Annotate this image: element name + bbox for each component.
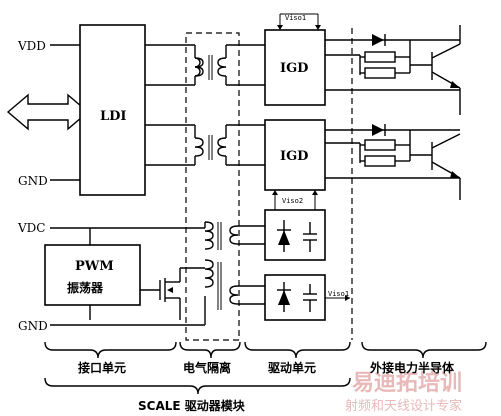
mosfet-switch [140, 267, 205, 320]
external-brace [361, 341, 487, 359]
watermark-main: 易迪拓培训 [352, 370, 462, 396]
external-unit-label: 外接电力半导体 [370, 360, 455, 375]
igd-bottom-label: IGD [280, 149, 308, 164]
viso1-top-label: Viso1 [285, 14, 306, 22]
igd-top-block [264, 29, 326, 106]
isolation-brace [179, 341, 241, 359]
output-stage-bottom [325, 124, 461, 200]
supply-block-1 [264, 209, 326, 261]
transformer-4 [204, 259, 265, 310]
pwm-oscillator-block [44, 244, 141, 306]
transformer-1 [194, 55, 227, 80]
igd-top-label: IGD [280, 61, 308, 76]
gnd-bottom-label: GND [18, 319, 48, 333]
arrow-down-icon [315, 25, 321, 30]
module-brace [44, 377, 351, 395]
vdc-label: VDC [17, 221, 45, 235]
module-label: SCALE 驱动器模块 [138, 398, 246, 413]
transformer-3 [204, 221, 265, 250]
output-stage-top [325, 25, 461, 115]
arrow-down-icon [277, 25, 283, 30]
interface-brace [44, 341, 177, 359]
vdd-label: VDD [17, 39, 46, 53]
driver-unit-label: 驱动单元 [268, 360, 316, 375]
supply-block-2 [264, 274, 326, 321]
pwm-label: PWM [75, 259, 114, 274]
oscillator-label: 振荡器 [67, 280, 104, 295]
interface-unit-label: 接口单元 [78, 360, 126, 375]
igd-bottom-block [264, 119, 326, 191]
ldi-block [79, 24, 146, 196]
ldi-label: LDI [100, 109, 127, 124]
watermark-sub: 射频和天线设计专家 [345, 398, 462, 414]
bidirectional-arrow-icon [6, 93, 90, 131]
gnd-top-label: GND [18, 174, 48, 188]
driver-brace [244, 341, 351, 359]
viso1-bottom-label: Viso1 [328, 290, 349, 298]
transformer-2 [194, 135, 227, 160]
isolation-unit-label: 电气隔离 [183, 360, 231, 375]
viso2-label: Viso2 [282, 197, 303, 205]
